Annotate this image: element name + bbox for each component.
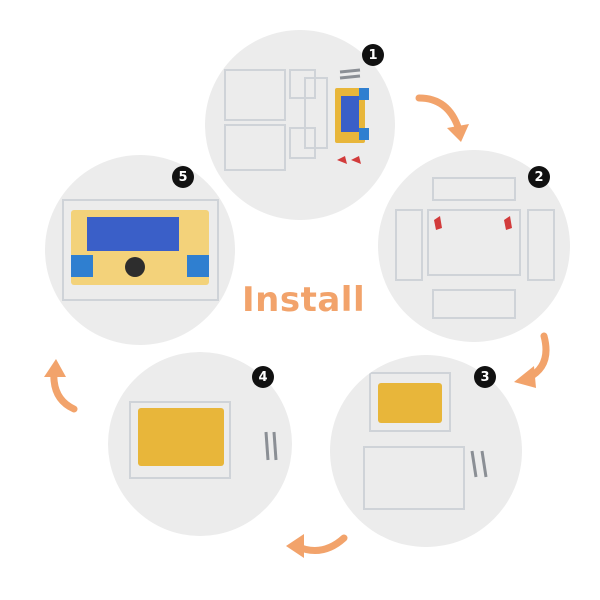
step-number-badge: 5 bbox=[172, 166, 194, 188]
step-number-badge: 2 bbox=[528, 166, 550, 188]
step-4-parts-illustration bbox=[129, 401, 278, 479]
page-title: Install bbox=[242, 280, 366, 320]
step-number-badge: 3 bbox=[474, 366, 496, 388]
step-3-parts-illustration bbox=[363, 372, 488, 510]
step-5-parts-illustration bbox=[62, 199, 219, 301]
step-5-photo bbox=[45, 155, 235, 345]
step-number-badge: 4 bbox=[252, 366, 274, 388]
arrow-step-4-to-5-icon bbox=[44, 359, 78, 413]
step-2-parts-illustration bbox=[395, 177, 555, 319]
arrow-step-1-to-2-icon bbox=[415, 94, 469, 142]
step-number-badge: 1 bbox=[362, 44, 384, 66]
step-1-parts-illustration bbox=[224, 68, 369, 171]
arrow-step-2-to-3-icon bbox=[514, 332, 550, 388]
step-3-photo bbox=[330, 355, 522, 547]
arrow-step-3-to-4-icon bbox=[286, 534, 348, 558]
